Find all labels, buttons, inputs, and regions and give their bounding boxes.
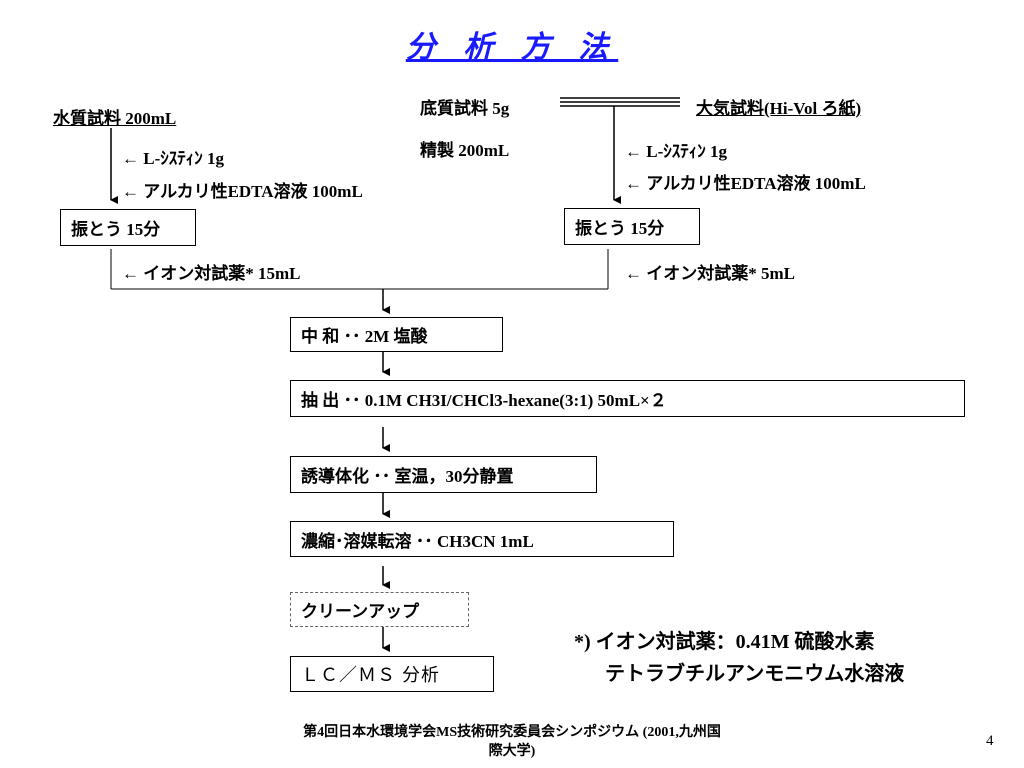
cleanup-step-label: クリーンアップ <box>301 602 420 621</box>
footer-line-2: 際大学) <box>488 744 536 759</box>
derivatize-step-box: 誘導体化 ･･ 室温，30分静置 <box>290 456 597 493</box>
right-reagent-cysteine: ← L-ｼｽﾃｨﾝ 1g <box>625 142 727 161</box>
right-reagent-edta: ← アルカリ性EDTA溶液 100mL <box>625 174 866 193</box>
left-shake-label: 振とう 15分 <box>71 220 161 239</box>
left-shake-box: 振とう 15分 <box>60 209 196 246</box>
left-reagent-cysteine: ← L-ｼｽﾃｨﾝ 1g <box>122 149 224 168</box>
concentrate-step-label: 濃縮･溶媒転溶 ･･ CH3CN 1mL <box>301 531 534 551</box>
analysis-step-label: ＬＣ／ＭＳ 分析 <box>301 665 441 685</box>
neutralize-step-label: 中 和 ･･ 2M 塩酸 <box>301 327 428 346</box>
left-ion-pair-reagent: ← イオン対試薬* 15mL <box>122 264 301 283</box>
neutralize-step-box: 中 和 ･･ 2M 塩酸 <box>290 317 503 352</box>
concentrate-step-box: 濃縮･溶媒転溶 ･･ CH3CN 1mL <box>290 521 674 557</box>
slide-title: 分 析 方 法 <box>405 31 619 64</box>
footnote-line-2: テトラブチルアンモニウム水溶液 <box>605 663 905 685</box>
water-sample-label: 水質試料 200mL <box>53 109 177 128</box>
right-shake-box: 振とう 15分 <box>564 208 700 245</box>
right-ion-pair-reagent: ← イオン対試薬* 5mL <box>625 264 795 283</box>
sediment-sample-label: 底質試料 5g <box>420 99 510 118</box>
left-reagent-edta: ← アルカリ性EDTA溶液 100mL <box>122 182 363 201</box>
refine-label: 精製 200mL <box>420 141 510 160</box>
page-number: 4 <box>986 733 994 749</box>
extract-step-label: 抽 出 ･･ 0.1M CH3I/CHCl3-hexane(3:1) 50mL×… <box>301 391 667 410</box>
footer-citation: 第4回日本水環境学会MS技術研究委員会シンポジウム (2001,九州国 際大学) <box>232 723 792 761</box>
extract-step-box: 抽 出 ･･ 0.1M CH3I/CHCl3-hexane(3:1) 50mL×… <box>290 380 965 417</box>
analysis-step-box: ＬＣ／ＭＳ 分析 <box>290 656 494 692</box>
footer-line-1: 第4回日本水環境学会MS技術研究委員会シンポジウム (2001,九州国 <box>303 725 721 740</box>
right-shake-label: 振とう 15分 <box>575 219 665 238</box>
footnote-line-1: *) イオン対試薬：0.41M 硫酸水素 <box>574 631 875 653</box>
derivatize-step-label: 誘導体化 ･･ 室温，30分静置 <box>301 467 514 486</box>
cleanup-step-box: クリーンアップ <box>290 592 469 627</box>
air-sample-label: 大気試料(Hi-Vol ろ紙) <box>696 99 862 118</box>
